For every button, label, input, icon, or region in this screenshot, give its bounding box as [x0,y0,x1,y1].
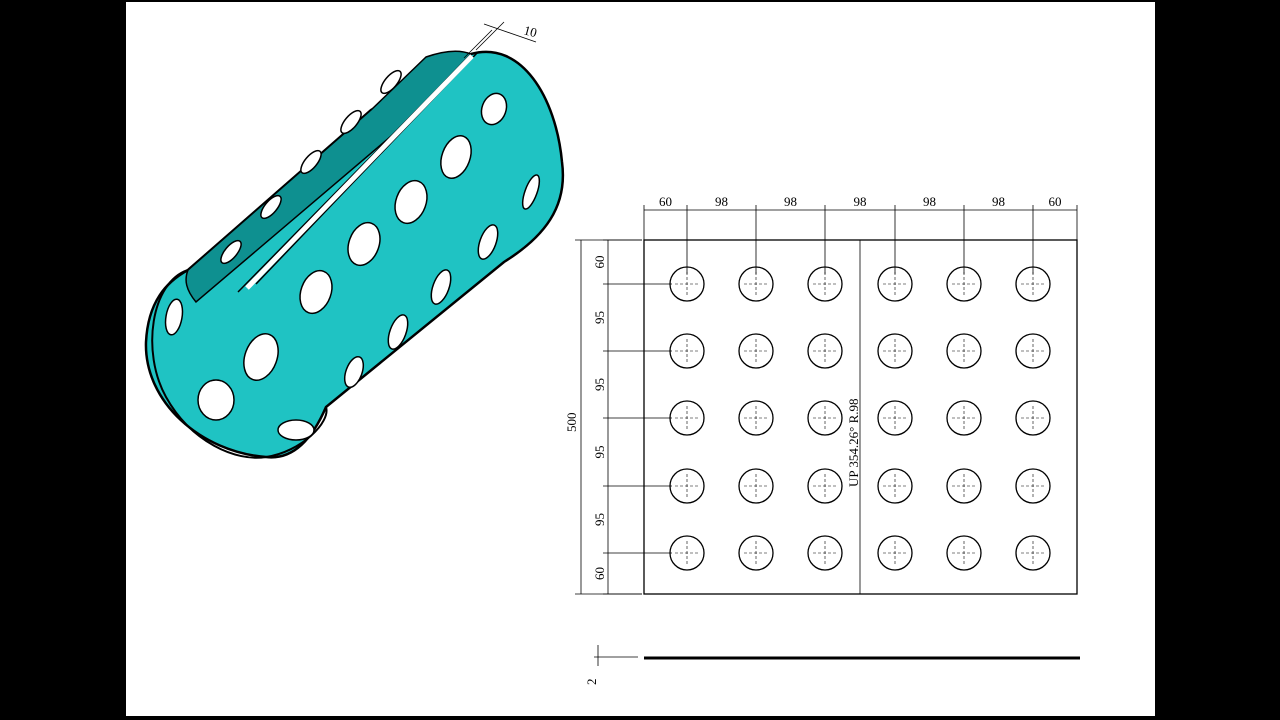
hole [1015,468,1051,504]
hole [807,535,843,571]
row-dim-label: 95 [592,378,607,391]
flat-holes [669,266,1051,571]
hole [877,468,913,504]
overall-height-label: 500 [564,413,579,433]
column-dimensions: 60 98 98 98 98 98 60 [643,194,1078,274]
hole [807,400,843,436]
hole [807,468,843,504]
hole [877,333,913,369]
isometric-cylinder: 10 [144,21,565,459]
hole [1015,535,1051,571]
hole [946,535,982,571]
row-dim-label: 60 [592,567,607,580]
slot-dim-label: 10 [522,22,538,40]
hole [807,266,843,302]
row-dim-label: 95 [592,446,607,459]
hole [738,400,774,436]
col-dim-label: 60 [1049,194,1062,209]
hole [1015,266,1051,302]
end-face-rim [151,269,328,459]
slot-dim-ext-2 [463,29,493,59]
flat-pattern: UP 354.26° R.98 60 98 98 98 98 98 60 60 95 95 95 9… [564,194,1080,685]
slot-gap-white [245,54,474,290]
hole [669,400,705,436]
col-dim-label: 98 [854,194,867,209]
col-dim-label: 98 [784,194,797,209]
row-dim-label: 95 [592,311,607,324]
hole [877,535,913,571]
col-dim-label: 98 [715,194,728,209]
thickness-label: 2 [584,679,599,686]
cylinder-holes [164,69,541,441]
hole [738,468,774,504]
hole [946,468,982,504]
hole [946,400,982,436]
hole [669,468,705,504]
hole [1015,400,1051,436]
bend-note: UP 354.26° R.98 [846,398,861,487]
hole [877,400,913,436]
col-dim-label: 60 [659,194,672,209]
drawing-canvas: 10 UP 354.26° R.98 60 98 98 98 98 98 60 60 95 95… [144,21,1080,685]
hole [807,333,843,369]
slot-dim-ext-1 [475,21,505,51]
drawing-sheet: 10 UP 354.26° R.98 60 98 98 98 98 98 60 60 95 95… [126,2,1155,716]
row-dim-label: 95 [592,513,607,526]
hole [669,535,705,571]
hole [946,333,982,369]
slot-dim-line [483,23,537,43]
flat-outline [643,239,1078,595]
hole [1015,333,1051,369]
row-dim-label: 60 [592,256,607,269]
row-dimensions: 60 95 95 95 95 60 [592,239,672,595]
col-dim-label: 98 [923,194,936,209]
hole [738,333,774,369]
hole [669,333,705,369]
col-dim-label: 98 [992,194,1005,209]
hole [738,535,774,571]
